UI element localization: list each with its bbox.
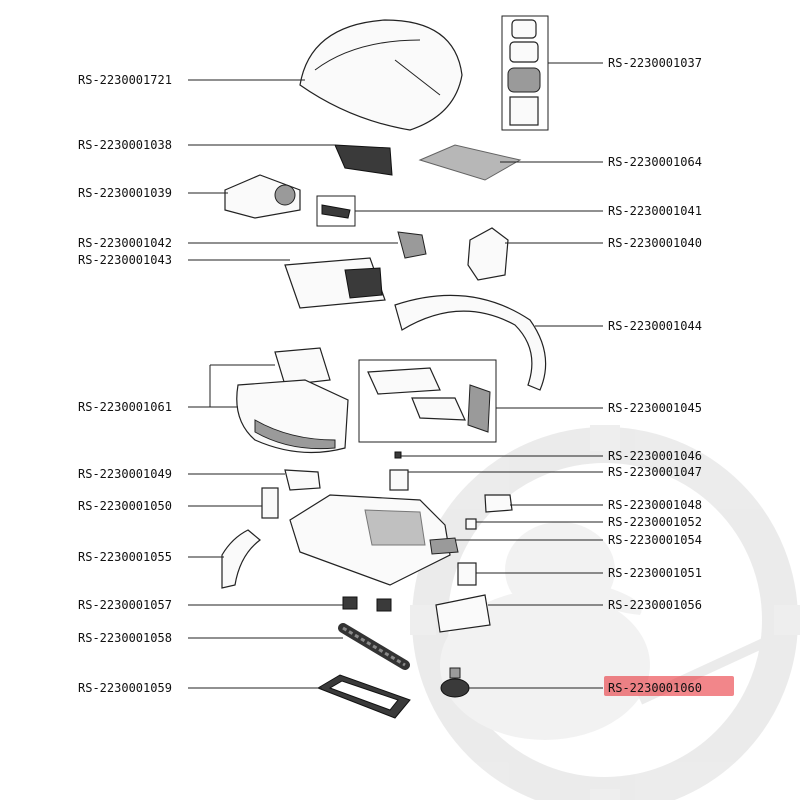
part-1045-kit[interactable]	[358, 359, 497, 443]
part-number-label[interactable]: RS-2230001042	[78, 236, 172, 250]
part-side-cover[interactable]	[221, 529, 261, 589]
part-chassis	[289, 494, 451, 586]
part-number-label[interactable]: RS-2230001058	[78, 631, 172, 645]
part-number-label[interactable]: RS-2230001043	[78, 253, 172, 267]
part-1054[interactable]	[429, 537, 459, 555]
part-button-kit[interactable]	[501, 15, 549, 131]
part-number-label-highlighted[interactable]: RS-2230001060	[608, 681, 702, 695]
part-number-label[interactable]: RS-2230001038	[78, 138, 172, 152]
part-number-label[interactable]: RS-2230001059	[78, 681, 172, 695]
left-labels: RS-2230001721 RS-2230001038 RS-223000103…	[78, 73, 172, 695]
part-wheel-motor[interactable]	[224, 174, 301, 219]
part-number-label[interactable]: RS-2230001044	[608, 319, 702, 333]
part-number-label[interactable]: RS-2230001054	[608, 533, 702, 547]
part-1040[interactable]	[467, 227, 509, 281]
part-1047[interactable]	[389, 469, 409, 491]
part-1038[interactable]	[334, 144, 393, 176]
part-number-label[interactable]: RS-2230001037	[608, 56, 702, 70]
part-number-label[interactable]: RS-2230001721	[78, 73, 172, 87]
part-number-label[interactable]: RS-2230001056	[608, 598, 702, 612]
part-number-label[interactable]: RS-2230001045	[608, 401, 702, 415]
part-number-label[interactable]: RS-2230001064	[608, 155, 702, 169]
part-brush-frame[interactable]	[316, 674, 411, 719]
part-1051[interactable]	[457, 562, 477, 586]
part-dustbin[interactable]	[236, 347, 349, 454]
part-1048[interactable]	[484, 494, 513, 513]
part-1046[interactable]	[394, 451, 402, 459]
part-1056[interactable]	[435, 594, 491, 633]
part-1043[interactable]	[284, 257, 386, 309]
part-number-label[interactable]: RS-2230001046	[608, 449, 702, 463]
part-top-cover[interactable]	[299, 19, 463, 131]
part-number-label[interactable]: RS-2230001055	[78, 550, 172, 564]
part-number-label[interactable]: RS-2230001040	[608, 236, 702, 250]
part-number-label[interactable]: RS-2230001049	[78, 467, 172, 481]
part-number-label[interactable]: RS-2230001061	[78, 400, 172, 414]
part-number-label[interactable]: RS-2230001048	[608, 498, 702, 512]
right-labels: RS-2230001037 RS-2230001064 RS-223000104…	[608, 56, 702, 695]
leader-lines	[188, 62, 603, 689]
watermark-logo-icon	[410, 425, 800, 800]
part-number-label[interactable]: RS-2230001041	[608, 204, 702, 218]
part-number-label[interactable]: RS-2230001047	[608, 465, 702, 479]
part-1052[interactable]	[465, 518, 477, 530]
part-1042[interactable]	[397, 231, 427, 259]
part-1057-a[interactable]	[342, 596, 358, 610]
part-number-label[interactable]: RS-2230001052	[608, 515, 702, 529]
part-number-label[interactable]: RS-2230001039	[78, 186, 172, 200]
part-number-label[interactable]: RS-2230001050	[78, 499, 172, 513]
part-1057-b[interactable]	[376, 598, 392, 612]
part-bumper[interactable]	[394, 294, 547, 391]
part-1050[interactable]	[261, 487, 279, 519]
part-main-brush[interactable]	[338, 623, 410, 670]
part-1049[interactable]	[284, 469, 321, 491]
label-highlight	[604, 676, 734, 696]
part-plate[interactable]	[418, 144, 522, 181]
part-1041[interactable]	[316, 195, 356, 227]
part-number-label[interactable]: RS-2230001057	[78, 598, 172, 612]
part-number-label[interactable]: RS-2230001051	[608, 566, 702, 580]
